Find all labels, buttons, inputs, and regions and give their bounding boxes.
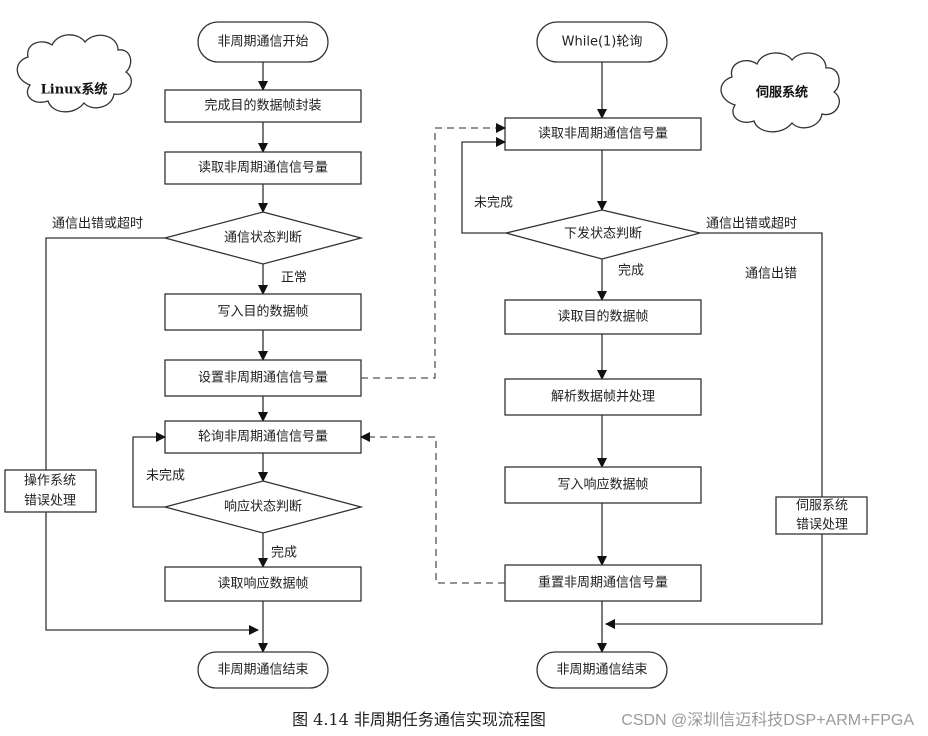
label-normal: 正常 (281, 271, 307, 286)
connector-error-right (700, 232, 823, 497)
svg-text:解析数据帧并处理: 解析数据帧并处理 (551, 390, 655, 405)
label-incomplete-left: 未完成 (146, 469, 185, 484)
linux-step-read-semaphore: 读取非周期通信信号量 (164, 151, 362, 185)
svg-text:While(1)轮询: While(1)轮询 (562, 35, 643, 50)
svg-text:读取非周期通信信号量: 读取非周期通信信号量 (538, 127, 668, 142)
linux-os-error-box: 操作系统 错误处理 (4, 469, 97, 513)
dashed-connector-reset-to-poll (360, 432, 505, 584)
svg-text:读取响应数据帧: 读取响应数据帧 (217, 576, 308, 592)
svg-text:非周期通信结束: 非周期通信结束 (217, 663, 308, 678)
connector-error-to-end-right (605, 534, 823, 629)
linux-system-cloud: Linux系统 (16, 34, 132, 113)
figure-caption: 图 4.14 非周期任务通信实现流程图 (292, 710, 546, 729)
svg-text:读取目的数据帧: 读取目的数据帧 (557, 309, 648, 325)
svg-text:重置非周期通信信号量: 重置非周期通信信号量 (538, 575, 668, 591)
linux-start-node: 非周期通信开始 (197, 21, 329, 63)
connector-error-to-end-left (45, 512, 259, 635)
label-complete-right: 完成 (618, 264, 644, 279)
watermark: CSDN @深圳信迈科技DSP+ARM+FPGA (621, 712, 914, 729)
connector-error-left (45, 237, 165, 470)
svg-text:完成目的数据帧封装: 完成目的数据帧封装 (204, 98, 321, 114)
svg-text:错误处理: 错误处理 (24, 494, 76, 509)
linux-step-set-semaphore: 设置非周期通信信号量 (164, 359, 362, 397)
connector-loop-incomplete-right (461, 137, 506, 234)
svg-text:读取非周期通信信号量: 读取非周期通信信号量 (198, 161, 328, 176)
servo-step-reset-semaphore: 重置非周期通信信号量 (504, 564, 702, 602)
svg-text:通信状态判断: 通信状态判断 (224, 231, 302, 246)
label-comm-error: 通信出错 (745, 267, 797, 282)
svg-text:非周期通信结束: 非周期通信结束 (556, 663, 647, 678)
svg-text:写入目的数据帧: 写入目的数据帧 (217, 304, 308, 320)
servo-start-node: While(1)轮询 (536, 21, 668, 63)
dashed-connector-set-to-read (361, 123, 506, 379)
svg-text:响应状态判断: 响应状态判断 (224, 499, 302, 515)
label-complete-left: 完成 (271, 546, 297, 561)
servo-system-label: 伺服系统 (755, 85, 808, 101)
linux-step-frame-pack: 完成目的数据帧封装 (164, 89, 362, 123)
linux-system-label: Linux系统 (41, 82, 108, 98)
linux-step-read-response: 读取响应数据帧 (164, 566, 362, 602)
svg-text:操作系统: 操作系统 (24, 473, 76, 489)
servo-decision-dispatch-status: 下发状态判断 (505, 209, 701, 260)
svg-text:错误处理: 错误处理 (796, 518, 848, 533)
svg-text:非周期通信开始: 非周期通信开始 (217, 35, 308, 50)
label-comm-error-timeout-right: 通信出错或超时 (706, 217, 797, 232)
servo-error-box: 伺服系统 错误处理 (775, 496, 868, 535)
svg-text:轮询非周期通信信号量: 轮询非周期通信信号量 (198, 430, 328, 445)
svg-text:下发状态判断: 下发状态判断 (564, 226, 642, 242)
servo-step-read-frame: 读取目的数据帧 (504, 299, 702, 335)
linux-end-node: 非周期通信结束 (197, 651, 329, 689)
connector-loop-incomplete (132, 432, 166, 508)
label-incomplete-right: 未完成 (474, 196, 513, 211)
servo-step-parse-frame: 解析数据帧并处理 (504, 378, 702, 416)
linux-step-poll-semaphore: 轮询非周期通信信号量 (164, 420, 362, 454)
servo-step-read-semaphore: 读取非周期通信信号量 (504, 117, 702, 151)
linux-decision-comm-status: 通信状态判断 (162, 211, 364, 265)
svg-text:写入响应数据帧: 写入响应数据帧 (557, 477, 648, 493)
svg-text:伺服系统: 伺服系统 (796, 499, 848, 514)
linux-step-write-frame: 写入目的数据帧 (164, 293, 362, 331)
servo-system-cloud: 伺服系统 (720, 52, 840, 133)
label-comm-error-timeout-left: 通信出错或超时 (52, 217, 143, 232)
servo-step-write-response: 写入响应数据帧 (504, 466, 702, 504)
svg-text:设置非周期通信信号量: 设置非周期通信信号量 (198, 371, 328, 386)
linux-decision-response-status: 响应状态判断 (162, 480, 364, 534)
servo-end-node: 非周期通信结束 (536, 651, 668, 689)
